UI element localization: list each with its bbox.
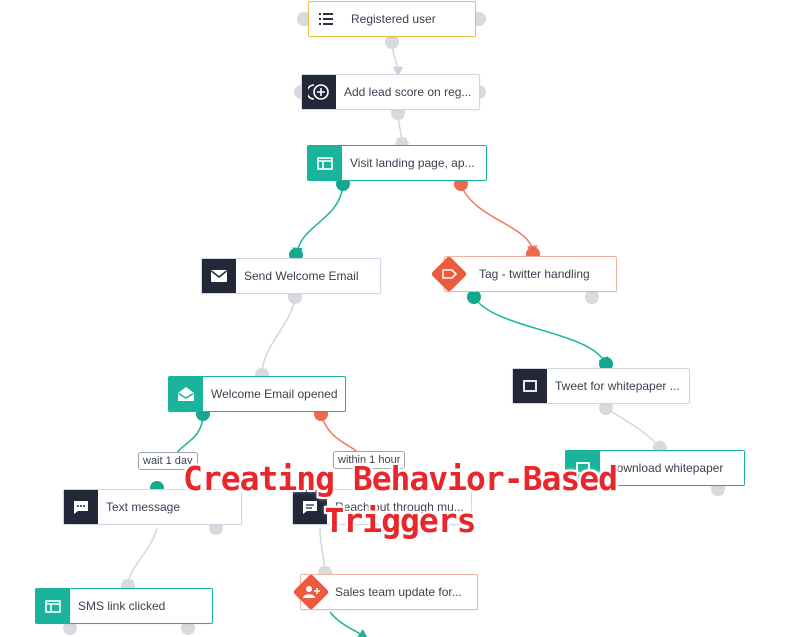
node-label: Welcome Email opened <box>211 387 338 401</box>
port-dot <box>385 35 399 49</box>
port-dot <box>585 290 599 304</box>
square-icon <box>566 451 600 485</box>
node-visit-landing-page[interactable]: Visit landing page, ap... <box>307 145 487 181</box>
node-label: SMS link clicked <box>78 599 166 613</box>
delay-within-1-hour[interactable]: within 1 hour <box>333 451 406 469</box>
delay-wait-1-day[interactable]: wait 1 day <box>138 452 198 470</box>
message-icon <box>293 490 327 524</box>
port-dot <box>297 12 311 26</box>
add-person-icon <box>292 573 330 611</box>
add-score-icon <box>302 75 336 109</box>
node-tweet-for-whitepaper[interactable]: Tweet for whitepaper ... <box>512 368 690 404</box>
node-label: Send Welcome Email <box>244 269 359 283</box>
port-dot <box>599 401 613 415</box>
tag-icon <box>430 255 468 293</box>
square-icon <box>513 369 547 403</box>
node-label: Tag - twitter handling <box>479 267 590 281</box>
browser-window-icon <box>308 146 342 180</box>
node-label: Add lead score on reg... <box>344 85 472 99</box>
node-label: Registered user <box>351 12 436 26</box>
node-add-lead-score[interactable]: Add lead score on reg... <box>301 74 480 110</box>
edge-opened-no <box>320 413 358 453</box>
list-icon <box>309 2 343 36</box>
edge-sales-down <box>329 611 369 637</box>
node-text-message[interactable]: Text message <box>63 489 242 525</box>
open-envelope-icon <box>169 377 203 411</box>
node-tag-twitter-handling[interactable]: Tag - twitter handling <box>444 256 617 292</box>
node-download-whitepaper[interactable]: Download whitepaper <box>565 450 745 486</box>
yes-port-dot <box>599 357 613 371</box>
browser-window-icon <box>36 589 70 623</box>
node-label: Tweet for whitepaper ... <box>555 379 680 393</box>
node-registered-user[interactable]: Registered user <box>308 1 476 37</box>
port-dot <box>63 621 77 635</box>
node-label: Visit landing page, ap... <box>350 156 475 170</box>
node-sms-link-clicked[interactable]: SMS link clicked <box>35 588 213 624</box>
edge-visit-yes <box>292 184 344 259</box>
edge-tweet-to-download <box>605 407 663 452</box>
node-send-welcome-email[interactable]: Send Welcome Email <box>201 258 381 294</box>
overlay-title: Creating Behavior-Based Triggers <box>0 458 800 542</box>
overlay-title-line2: Triggers <box>324 501 477 540</box>
node-sales-team-update[interactable]: Sales team update for... <box>300 574 478 610</box>
edge-opened-yes <box>175 413 204 456</box>
port-dot <box>181 621 195 635</box>
overlay-title-line1: Creating Behavior-Based <box>183 459 618 498</box>
node-reach-out[interactable]: Reach out through mu... <box>292 489 472 525</box>
edge-visit-no <box>460 184 538 257</box>
envelope-icon <box>202 259 236 293</box>
chat-bubble-icon <box>64 490 98 524</box>
node-label: Sales team update for... <box>335 585 462 599</box>
edge-sendwelcome-to-opened <box>256 296 296 380</box>
edge-tag-yes <box>473 296 609 368</box>
node-welcome-email-opened[interactable]: Welcome Email opened <box>168 376 346 412</box>
yes-port-dot <box>467 290 481 304</box>
